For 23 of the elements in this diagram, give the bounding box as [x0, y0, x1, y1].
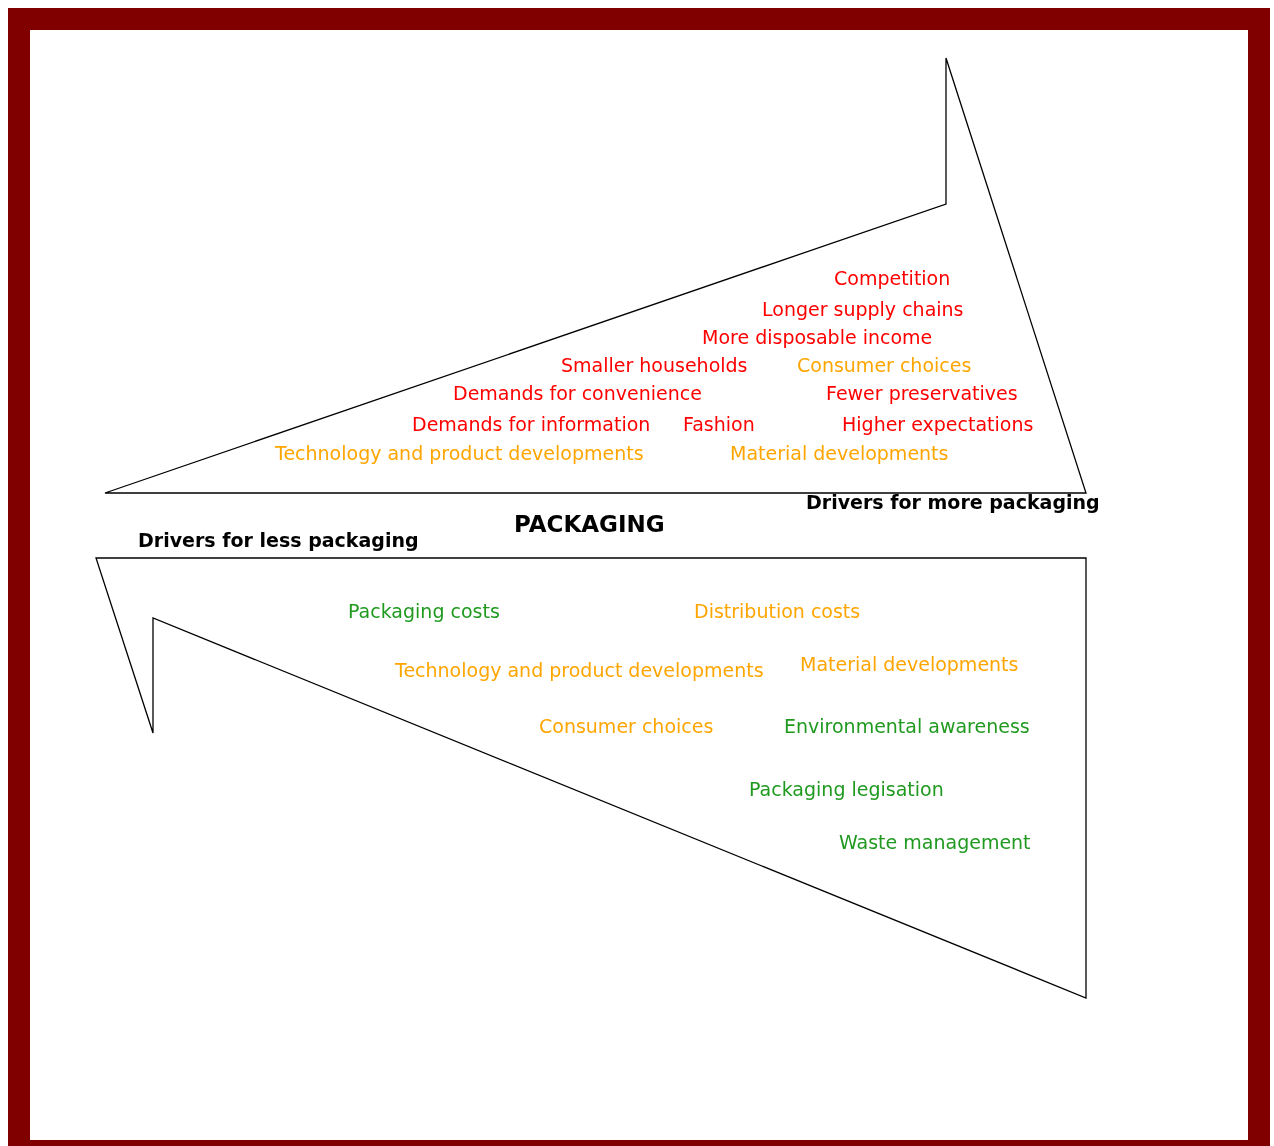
factor-text: Consumer choices — [797, 354, 972, 376]
factor-text: Material developments — [800, 653, 1019, 675]
factor-text: Packaging legisation — [749, 778, 944, 800]
factor-text: Packaging costs — [348, 600, 500, 622]
factor-text: Distribution costs — [694, 600, 861, 622]
factor-text: Consumer choices — [539, 715, 714, 737]
heading-text: Drivers for less packaging — [138, 529, 419, 551]
factor-text: Higher expectations — [842, 413, 1034, 435]
factor-text: Fewer preservatives — [826, 382, 1018, 404]
factor-text: Waste management — [839, 831, 1031, 853]
factor-text: Competition — [834, 267, 951, 289]
factor-text: Smaller households — [561, 354, 748, 376]
factor-text: Technology and product developments — [395, 659, 764, 681]
factor-text: Technology and product developments — [275, 442, 644, 464]
factor-text: Demands for convenience — [453, 382, 702, 404]
heading-text: Drivers for more packaging — [806, 491, 1100, 513]
factor-text: Environmental awareness — [784, 715, 1030, 737]
factor-text: Longer supply chains — [762, 298, 964, 320]
factor-text: More disposable income — [702, 326, 933, 348]
factor-text: Demands for information — [412, 413, 651, 435]
center-label: PACKAGING — [514, 511, 665, 537]
factor-text: Material developments — [730, 442, 949, 464]
factor-text: Fashion — [683, 413, 755, 435]
